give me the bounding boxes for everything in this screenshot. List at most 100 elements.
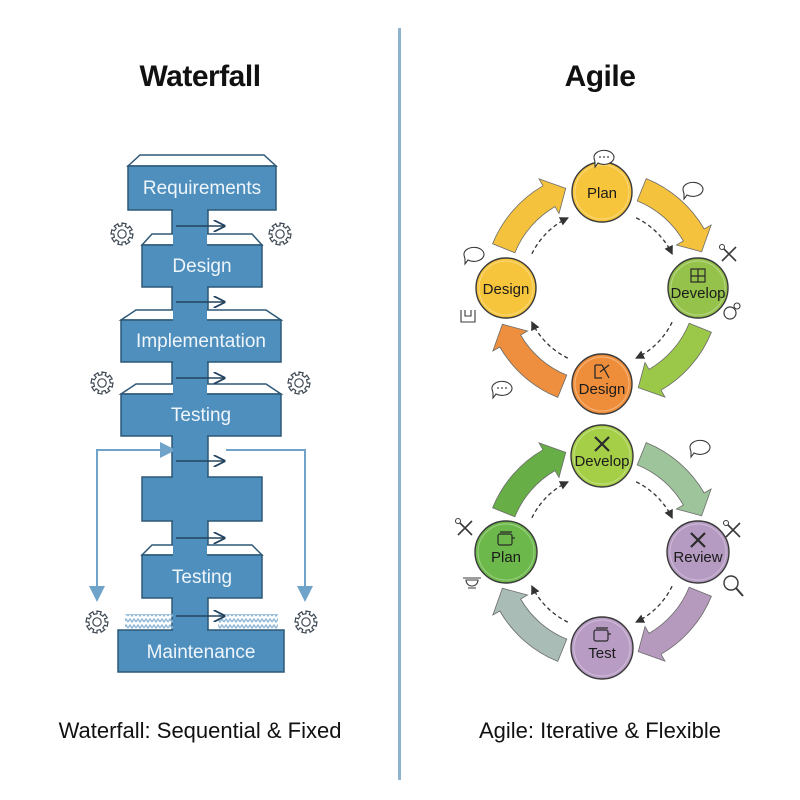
waterfall-stage-testing-2: Testing xyxy=(140,544,264,599)
dashed-flow-arrow xyxy=(635,321,673,359)
speech-bubble-icon xyxy=(463,246,485,266)
feedback-loop-right xyxy=(226,449,313,602)
stage-label: Maintenance xyxy=(147,642,256,663)
apron-icon xyxy=(460,310,476,323)
speech-bubble-icon xyxy=(593,149,615,169)
stopwatch-icon xyxy=(723,302,741,320)
node-label: Test xyxy=(588,645,616,662)
dashed-flow-arrow xyxy=(635,481,673,519)
node-circle xyxy=(666,520,730,584)
cycle-node-develop: Develop xyxy=(667,257,729,319)
tools-icon xyxy=(455,518,473,536)
cycle-arrow xyxy=(492,323,568,398)
node-ring xyxy=(669,523,727,581)
speech-bubble-icon xyxy=(682,181,704,201)
stage-box xyxy=(141,554,263,599)
waterfall-caption: Waterfall: Sequential & Fixed xyxy=(58,718,342,743)
device-icon xyxy=(593,627,611,642)
node-ring xyxy=(573,619,631,677)
dashed-flow-arrow xyxy=(635,585,673,623)
gear-icon xyxy=(268,222,292,246)
cycle-node-review: Review xyxy=(666,520,730,584)
stage-top-bevel xyxy=(126,154,278,167)
waterfall-stage-testing: Testing xyxy=(118,383,284,437)
cycle-arrow xyxy=(492,587,568,662)
waterfall-diagram: Requirements Design Implementation Testi… xyxy=(85,154,318,673)
node-circle xyxy=(570,616,634,680)
stage-box xyxy=(120,319,282,363)
stage-box xyxy=(120,393,282,437)
wrench-screwdriver-icon xyxy=(719,244,737,262)
hatch-right xyxy=(218,614,278,629)
award-icon xyxy=(463,577,481,589)
waterfall-stage-implementation: Implementation xyxy=(118,309,284,363)
gear-icon xyxy=(90,371,114,395)
cycle-node-plan: Plan xyxy=(474,520,538,584)
cycle-arrow xyxy=(492,442,567,518)
node-label: Develop xyxy=(670,285,725,302)
node-ring xyxy=(574,356,630,412)
stage-label: Testing xyxy=(172,567,232,588)
cycle-node-plan: Plan xyxy=(571,161,633,223)
dashed-flow-arrow xyxy=(531,321,569,359)
grid-icon xyxy=(690,268,706,283)
node-label: Review xyxy=(673,549,722,566)
flow-arrows xyxy=(176,226,224,616)
gear-icons xyxy=(85,222,318,634)
cycle-node-design: Design xyxy=(475,257,537,319)
node-label: Plan xyxy=(491,549,521,566)
spine-inner xyxy=(173,285,207,323)
cycle-arrow xyxy=(636,178,712,253)
node-ring xyxy=(573,427,631,485)
cycle-arrow xyxy=(636,442,712,517)
spine-inner xyxy=(173,208,207,248)
cycle-node-test: Test xyxy=(570,616,634,680)
section-divider xyxy=(398,28,401,780)
node-ring xyxy=(574,164,630,220)
waterfall-stage-blank xyxy=(141,476,263,522)
node-ring xyxy=(478,260,534,316)
cycle-arrow xyxy=(637,322,712,398)
cycle-arrow xyxy=(492,178,567,254)
node-ring xyxy=(670,260,726,316)
dashed-flow-arrow xyxy=(531,217,569,255)
agile-decorative-icons xyxy=(455,149,744,597)
magnifier-icon xyxy=(723,575,744,597)
node-label: Design xyxy=(483,281,530,298)
speech-bubble-icon xyxy=(689,439,711,459)
dashed-flow-arrow xyxy=(531,585,569,623)
cycle-node-design: Design xyxy=(571,353,633,415)
gear-icon xyxy=(287,371,311,395)
dashed-flow-arrow xyxy=(635,217,673,255)
stage-label: Implementation xyxy=(136,331,266,352)
stage-box xyxy=(127,165,277,211)
node-circle xyxy=(475,257,537,319)
cross-tools-icon xyxy=(594,436,610,452)
node-ring xyxy=(477,523,535,581)
cycle-node-develop: Develop xyxy=(570,424,634,488)
tools-icon xyxy=(723,520,741,538)
cross-tools-icon xyxy=(690,532,706,548)
spine-inner xyxy=(173,596,207,633)
gear-icon xyxy=(85,610,109,634)
stage-label: Testing xyxy=(171,405,231,426)
waterfall-stage-requirements: Requirements xyxy=(126,154,278,211)
spine-inner xyxy=(173,434,207,480)
stage-label: Requirements xyxy=(143,178,261,199)
stage-box xyxy=(141,476,263,522)
cycle-arrow xyxy=(637,586,712,662)
waterfall-stage-maintenance: Maintenance xyxy=(117,629,285,673)
stage-label: Design xyxy=(172,256,231,277)
waterfall-title: Waterfall xyxy=(139,60,261,93)
stage-box xyxy=(117,629,285,673)
node-label: Design xyxy=(579,381,626,398)
dashed-flow-arrow xyxy=(531,481,569,519)
agile-title: Agile xyxy=(564,60,636,93)
agile-caption: Agile: Iterative & Flexible xyxy=(478,718,722,743)
node-circle xyxy=(667,257,729,319)
design-tool-icon xyxy=(594,364,610,379)
node-circle xyxy=(570,424,634,488)
